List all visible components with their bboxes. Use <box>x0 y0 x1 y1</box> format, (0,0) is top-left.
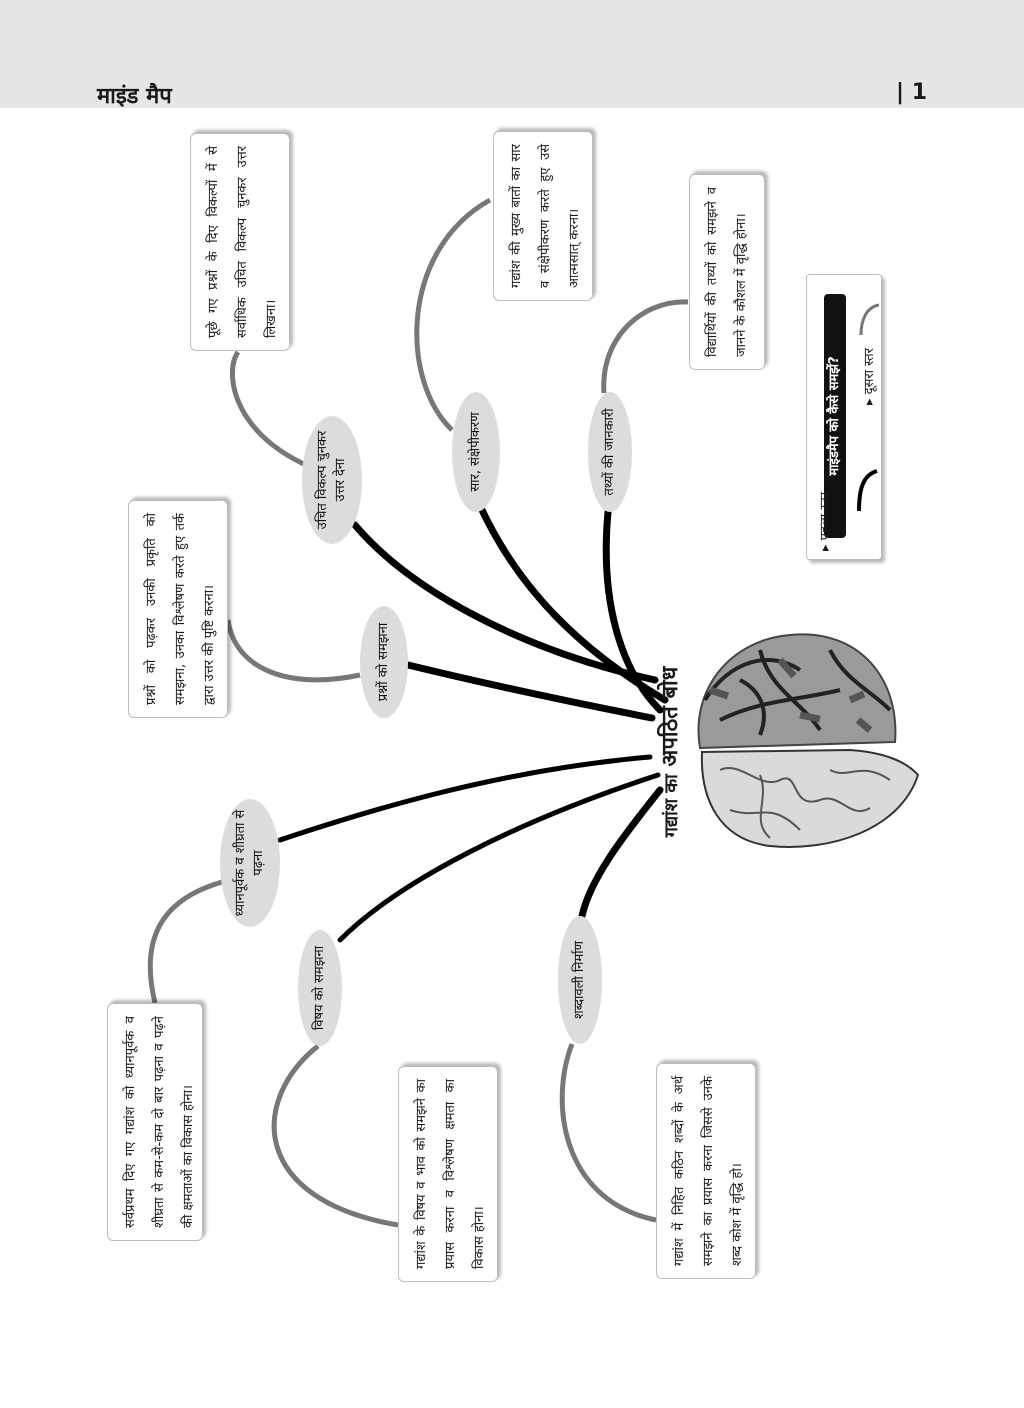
primary-connector <box>277 754 653 843</box>
branch-detail-text: विद्यार्थियों की तथ्यों को समझने व जानने… <box>705 187 749 357</box>
primary-connector <box>602 508 664 714</box>
secondary-connector <box>601 299 689 394</box>
primary-connector <box>337 772 661 943</box>
secondary-connector <box>559 1043 657 1223</box>
branch-label: सार, संक्षेपीकरण <box>468 412 483 492</box>
page-number: | 1 <box>896 80 928 105</box>
branch-detail-text: गद्यांश में निहित कठिन शब्दों के अर्थ सम… <box>672 1076 745 1266</box>
branch-node <box>360 606 408 718</box>
brain-illustration <box>697 633 920 848</box>
center-prefix: गद्यांश का <box>661 774 682 838</box>
legend-swatches <box>857 303 880 512</box>
branch-label: शब्दावली निर्माण <box>572 940 587 1020</box>
primary-connector <box>351 521 659 684</box>
secondary-connector <box>271 1044 399 1228</box>
primary-connector <box>578 786 664 920</box>
legend-panel: माइंडमैप को कैसे समझें? ▸ पहला स्तर ▸ दू… <box>806 274 882 560</box>
branch-label: विषय को समझना <box>312 945 327 1031</box>
secondary-connector <box>147 879 223 1004</box>
secondary-connector <box>230 350 308 468</box>
branch-node <box>220 799 280 927</box>
branch-node <box>302 416 362 544</box>
branch-node <box>558 916 602 1044</box>
branch-detail-text: गद्यांश के विषय व भाव को समझने का प्रयास… <box>414 1079 487 1269</box>
center-label: गद्यांश का अपठित बोध <box>650 642 690 862</box>
branch-detail-box: विद्यार्थियों की तथ्यों को समझने व जानने… <box>689 174 765 370</box>
page-title: माइंड मैप <box>97 84 172 109</box>
center-main: अपठित बोध <box>657 666 683 767</box>
branch-node <box>452 392 500 512</box>
branch-detail-text: पूछे गए प्रश्नों के दिए विकल्पों में से … <box>206 146 279 338</box>
branch-detail-box: पूछे गए प्रश्नों के दिए विकल्पों में से … <box>190 133 290 351</box>
branch-detail-box: गद्यांश के विषय व भाव को समझने का प्रयास… <box>398 1066 498 1282</box>
branch-detail-text: सर्वप्रथम दिए गए गद्यांश को ध्यानपूर्वक … <box>123 1016 196 1228</box>
primary-connector <box>478 506 669 704</box>
branch-label: प्रश्नों को समझना <box>376 622 391 702</box>
primary-connector <box>404 661 656 722</box>
branch-label: ध्यानपूर्वक व शीघ्रता से पढ़ना <box>233 809 266 917</box>
secondary-connector <box>225 619 361 683</box>
branch-node <box>588 392 632 512</box>
branch-node <box>298 930 342 1046</box>
header-band <box>0 0 1024 108</box>
secondary-connector <box>414 197 492 432</box>
branch-label: तथ्यों की जानकारी <box>602 408 617 496</box>
branch-label: उचित विकल्प चुनकर उत्तर देना <box>315 430 348 530</box>
branch-detail-box: गद्यांश की मुख्य बातों का सार व संक्षेपी… <box>493 131 593 301</box>
branch-detail-box: गद्यांश में निहित कठिन शब्दों के अर्थ सम… <box>656 1063 756 1279</box>
branch-detail-text: प्रश्नों को पढ़कर उनकी प्रकृति को समझना,… <box>144 513 217 705</box>
branch-detail-text: गद्यांश की मुख्य बातों का सार व संक्षेपी… <box>509 144 582 288</box>
branch-detail-box: सर्वप्रथम दिए गए गद्यांश को ध्यानपूर्वक … <box>107 1003 203 1241</box>
branch-detail-box: प्रश्नों को पढ़कर उनकी प्रकृति को समझना,… <box>128 500 228 718</box>
